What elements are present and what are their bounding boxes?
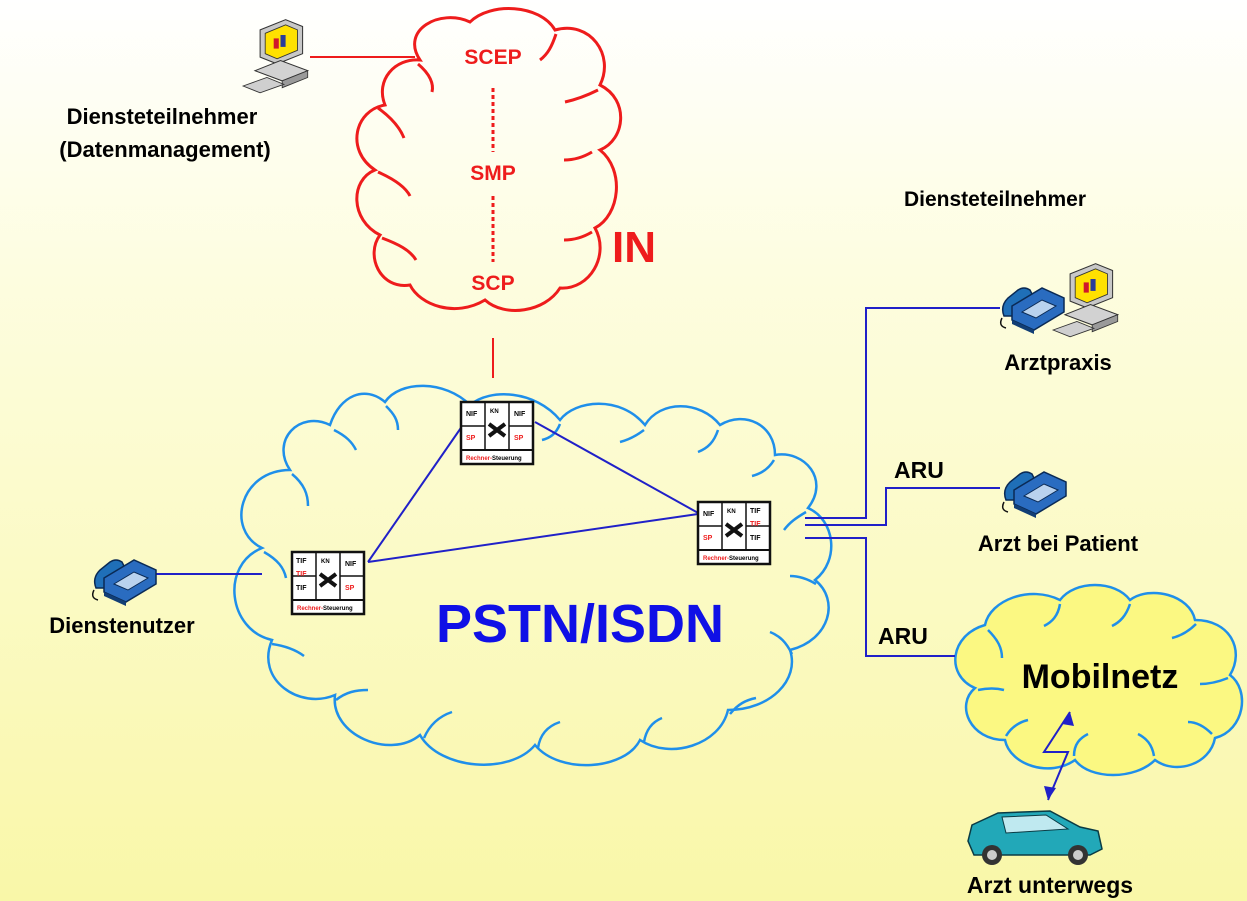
doctor-mobile-label: Arzt unterwegs — [967, 872, 1133, 898]
link-patient — [805, 487, 1000, 526]
exchange-top-kn: KN — [490, 409, 499, 415]
mobile-network-label: Mobilnetz — [1022, 658, 1179, 696]
subscriber-data-label: Diensteteilnehmer (Datenmanagement) — [59, 104, 270, 162]
pstn-links — [152, 307, 1000, 657]
aru-label-2: ARU — [878, 623, 928, 649]
exchange-right-tif: TIF — [750, 508, 761, 515]
exchange-top-nif: NIF — [466, 411, 478, 418]
link-left-right — [367, 513, 699, 563]
link-mobile — [805, 537, 955, 657]
exchange-right: NIF KN TIF SP TIF TIF Rechner-Steuerung — [696, 500, 772, 566]
exchange-left-nif: NIF — [345, 561, 357, 568]
subscriber-label: Diensteteilnehmer — [904, 188, 1086, 211]
exchange-right-tif-2: TIF — [750, 521, 761, 528]
exchange-top-control: Rechner-Steuerung — [466, 456, 522, 462]
aru-label-1: ARU — [894, 457, 944, 483]
exchange-top-sp: SP — [466, 435, 476, 442]
exchange-top-sp-2: SP — [514, 435, 524, 442]
exchange-left: TIF KN NIF TIF TIF SP Rechner-Steuerung — [290, 550, 366, 616]
exchange-right-kn: KN — [727, 509, 736, 515]
car-icon — [967, 810, 1103, 865]
link-top-right — [534, 421, 701, 515]
link-left-top — [367, 421, 466, 563]
in-network-label: IN — [612, 223, 656, 272]
node-scp-label: SCP — [471, 272, 514, 295]
computer-icon — [242, 19, 309, 94]
exchange-left-control: Rechner-Steuerung — [297, 606, 353, 612]
phone-icon — [999, 287, 1065, 335]
phone-icon — [91, 559, 157, 607]
pstn-label: PSTN/ISDN — [436, 594, 724, 654]
exchange-left-sp: SP — [345, 585, 355, 592]
pstn-cloud — [233, 384, 833, 767]
exchange-top-nif-2: NIF — [514, 411, 526, 418]
exchange-right-nif: NIF — [703, 511, 715, 518]
exchange-left-tif-2: TIF — [296, 571, 307, 578]
exchange-top: NIF KN NIF SP SP Rechner-Steuerung — [459, 400, 535, 466]
node-scep-label: SCEP — [464, 46, 521, 69]
in-cloud — [355, 7, 623, 312]
exchange-left-kn: KN — [321, 559, 330, 565]
node-smp-label: SMP — [470, 162, 516, 185]
doctor-patient-label: Arzt bei Patient — [978, 531, 1139, 556]
service-user-label: Dienstenutzer — [49, 613, 195, 638]
exchange-right-tif-3: TIF — [750, 535, 761, 542]
exchange-right-sp: SP — [703, 535, 713, 542]
exchange-left-tif: TIF — [296, 558, 307, 565]
link-practice — [805, 307, 1000, 519]
exchange-right-control: Rechner-Steuerung — [703, 556, 759, 562]
exchange-left-tif-3: TIF — [296, 585, 307, 592]
phone-icon — [1001, 471, 1067, 519]
radio-link-icon — [1042, 711, 1074, 801]
mobile-cloud — [954, 583, 1244, 777]
practice-label: Arztpraxis — [1004, 350, 1112, 375]
